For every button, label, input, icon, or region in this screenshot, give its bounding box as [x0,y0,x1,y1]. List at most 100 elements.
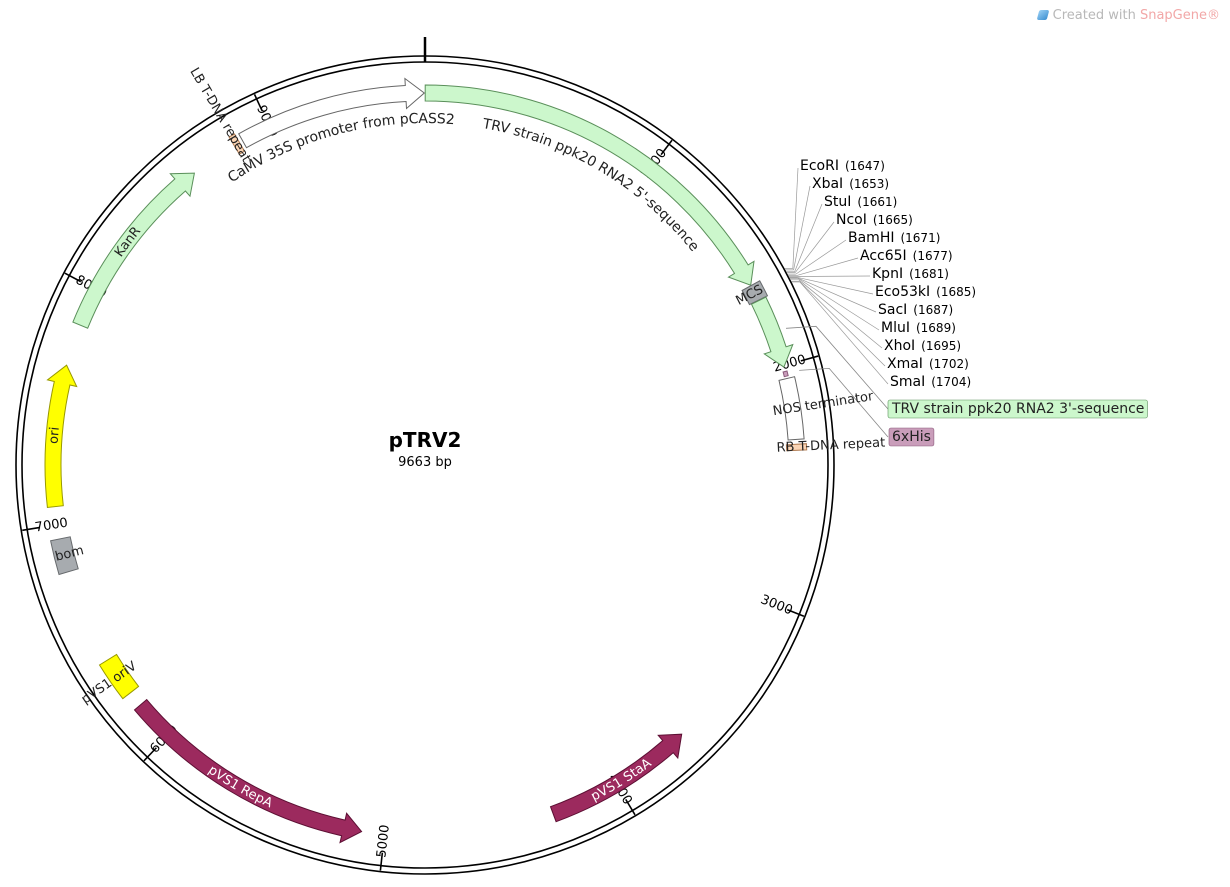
site-label[interactable]: XmaI (1702) [887,356,969,372]
site-position: (1704) [931,375,971,389]
site-label[interactable]: MluI (1689) [881,320,956,336]
feature-label-text: ori [46,426,62,444]
plasmid-length: 9663 bp [398,455,452,470]
label-guide-path [141,705,362,832]
feature-label-lb: LB T-DNA repeat [186,65,253,165]
callout-box-trv-3 [887,399,1148,419]
site-leader [797,277,877,313]
tick-mark [143,747,157,762]
feature-label-rb: RB T-DNA repeat [776,436,885,456]
site-label[interactable]: Acc65I (1677) [860,248,953,264]
tick-label: 7000 [34,516,69,536]
feature-label-repa: pVS1 RepA [206,762,275,811]
feature-oriv[interactable] [98,653,140,700]
tick-mark [625,798,636,816]
feature-trv-3[interactable] [750,296,794,368]
site-leader [796,257,859,276]
feature-stas[interactable] [549,733,683,823]
credit-prefix: Created with [1052,8,1140,23]
site-position: (1681) [909,267,949,281]
feature-nos[interactable] [778,376,805,441]
site-position: (1689) [916,321,956,335]
feature-label-text: pVS1 RepA [206,762,275,811]
site-label[interactable]: SacI (1687) [878,302,953,318]
site-label[interactable]: StuI (1661) [824,194,897,210]
tick-mark [253,93,263,112]
feature-rb[interactable] [785,443,808,452]
site-leader [798,279,883,349]
credit-brand: SnapGene [1139,8,1207,23]
site-label[interactable]: XhoI (1695) [884,338,961,354]
site-leader [793,185,811,270]
site-leader [792,167,799,269]
site-name: MluI [881,320,910,336]
site-name: KpnI [872,266,903,282]
site-label[interactable]: KpnI (1681) [872,266,949,282]
site-name: StuI [824,194,851,210]
site-name: XhoI [884,338,915,354]
site-position: (1665) [873,213,913,227]
feature-his[interactable] [782,370,789,378]
plasmid-backbone [15,37,835,875]
tick-mark [786,608,805,618]
site-leader [799,281,889,385]
site-name: SacI [878,302,907,318]
feature-camv[interactable] [238,77,426,149]
credit-mark: ® [1207,8,1220,23]
site-name: XmaI [887,356,923,372]
site-leader [797,278,880,331]
feature-layer: TRV strain ppk20 RNA2 5'-sequenceMCSTRV … [44,65,1148,844]
tick-mark [800,355,819,362]
site-name: SmaI [890,374,925,390]
site-label[interactable]: NcoI (1665) [836,212,913,228]
callout-box-his [888,427,935,447]
site-name: NcoI [836,212,867,228]
site-leader [795,239,847,275]
plasmid-name: pTRV2 [389,428,462,452]
site-position: (1661) [857,195,897,209]
site-label[interactable]: Eco53kI (1685) [875,284,976,300]
site-leader [794,203,823,272]
callout-label-trv-3: TRV strain ppk20 RNA2 3'-sequence [891,401,1144,417]
site-position: (1695) [921,339,961,353]
tick-mark [64,272,82,283]
callout-leader [785,325,889,410]
site-label[interactable]: BamHI(1671) [848,230,940,246]
feature-mcs[interactable] [741,280,769,306]
site-leader [794,221,835,273]
site-position: (1687) [913,303,953,317]
callout-leader [799,367,889,438]
tick-label: 3000 [758,592,794,618]
site-name: Eco53kI [875,284,930,300]
site-name: EcoRI [800,158,839,174]
site-position: (1647) [845,159,885,173]
site-position: (1677) [913,249,953,263]
tick-mark [379,852,384,871]
feature-bom[interactable] [50,536,79,576]
site-position: (1653) [849,177,889,191]
feature-trv-5[interactable] [424,84,755,286]
tick-mark [660,139,673,156]
site-name: XbaI [812,176,843,192]
tick-mark [22,526,41,532]
feature-ori[interactable] [44,364,78,509]
site-label[interactable]: XbaI (1653) [812,176,889,192]
feature-label-bom: bom [54,543,86,565]
site-position: (1685) [936,285,976,299]
site-label[interactable]: SmaI (1704) [890,374,971,390]
feature-label-ori: ori [46,426,62,444]
site-leader [797,277,874,295]
callout-label-his: 6xHis [892,429,931,445]
feature-kanr[interactable] [72,172,196,329]
snapgene-credit: Created with SnapGene® [1036,8,1220,23]
site-label[interactable]: EcoRI (1647) [800,158,885,174]
feature-repa[interactable] [133,698,363,844]
site-name: BamHI [848,230,894,246]
tick-label: 5000 [374,824,393,859]
restriction-sites: EcoRI (1647)XbaI (1653) StuI (1661) NcoI (1665… [784,158,976,390]
site-leader [799,281,886,367]
site-position: (1702) [929,357,969,371]
feature-lb[interactable] [228,133,246,155]
site-name: Acc65I [860,248,907,264]
